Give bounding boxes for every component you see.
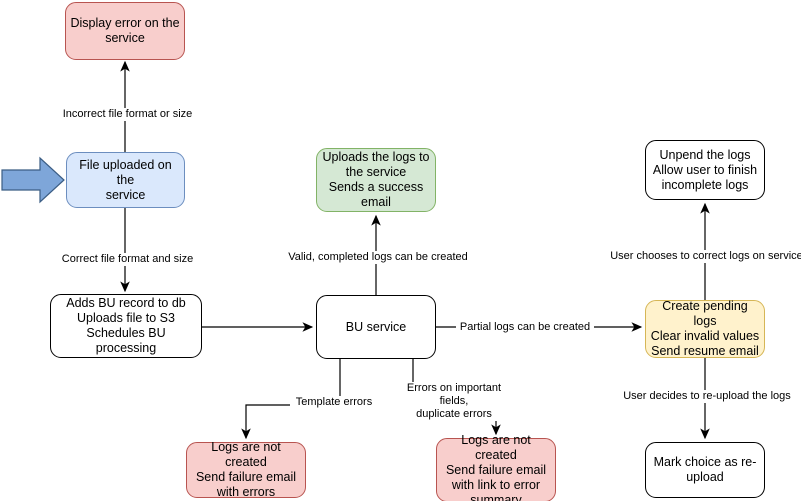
edge-label-valid-logs: Valid, completed logs can be created: [285, 251, 471, 264]
edge-label-template-errors: Template errors: [290, 396, 378, 409]
node-unpend-logs[interactable]: Unpend the logs Allow user to finish inc…: [645, 140, 765, 200]
edge-label-partial-logs: Partial logs can be created: [456, 321, 594, 334]
node-logs-not-created-summary[interactable]: Logs are not created Send failure email …: [436, 433, 556, 501]
node-display-error[interactable]: Display error on the service: [65, 2, 185, 60]
node-logs-not-created-errors[interactable]: Logs are not created Send failure email …: [186, 440, 306, 499]
edge-label-incorrect-format: Incorrect file format or size: [58, 108, 197, 121]
node-create-pending-logs[interactable]: Create pending logs Clear invalid values…: [645, 299, 765, 358]
start-arrow-icon: [1, 156, 65, 204]
node-adds-bu-record[interactable]: Adds BU record to db Uploads file to S3 …: [50, 294, 202, 358]
node-bu-service[interactable]: BU service: [316, 295, 436, 359]
edge-label-correct-format: Correct file format and size: [58, 253, 197, 266]
edge-label-reupload-logs: User decides to re-upload the logs: [619, 390, 795, 403]
node-file-uploaded[interactable]: File uploaded on the service: [66, 152, 185, 208]
node-uploads-logs[interactable]: Uploads the logs to the service Sends a …: [316, 148, 436, 212]
node-mark-choice-reupload[interactable]: Mark choice as re- upload: [645, 442, 765, 498]
edge-label-correct-on-service: User chooses to correct logs on service: [608, 250, 801, 263]
edge-label-important-errors: Errors on important fields, duplicate er…: [393, 382, 515, 421]
